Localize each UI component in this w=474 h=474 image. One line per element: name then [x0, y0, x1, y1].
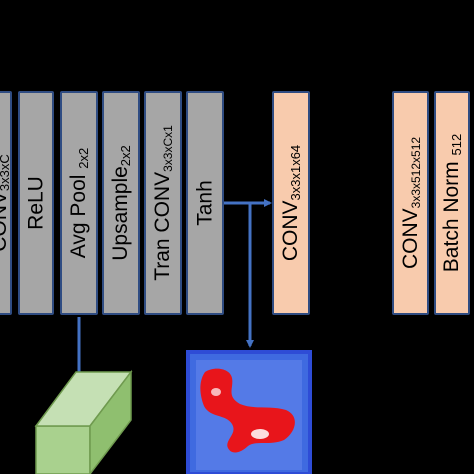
layer-conv-partial: CONV3x3xC [0, 91, 12, 315]
layer-upsample: Upsample2x2 [102, 91, 140, 315]
layer-batchnorm: Batch Norm 512 [434, 91, 470, 315]
layer-tanh: Tanh [186, 91, 224, 315]
layer-conv512: CONV3x3x512x512 [392, 91, 429, 315]
output-heatmap [186, 350, 312, 474]
feature-map-box [34, 369, 133, 474]
layer-relu: ReLU [18, 91, 54, 315]
layer-avgpool: Avg Pool 2x2 [60, 91, 98, 315]
layer-tranconv: Tran CONV3x3xCx1 [144, 91, 182, 315]
layer-conv64: CONV3x3x1x64 [272, 91, 310, 315]
